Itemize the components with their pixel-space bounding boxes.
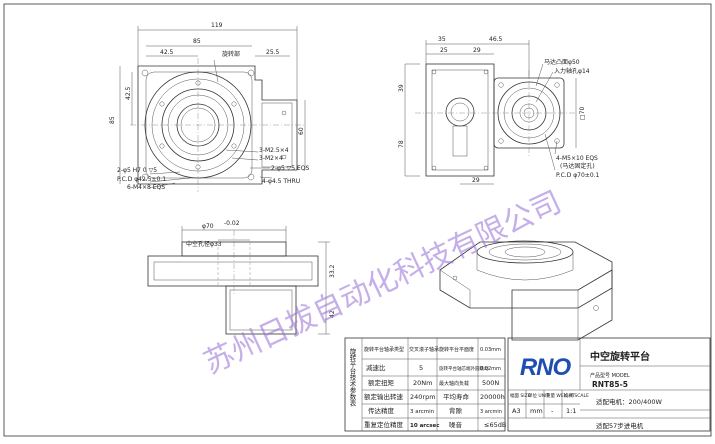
callout-m4: 6-M4×8 EQS <box>127 184 165 191</box>
callout-pcd: P.C.D φ42.5±0.1 <box>117 176 166 183</box>
label-hollow-bore: 中空孔径φ33 <box>186 240 222 248</box>
spec-cell: 旋转平台轴承类型 <box>364 346 404 353</box>
callout-phi5: 2-φ5 H7 0 ▽5 <box>117 167 157 174</box>
dim-height-85: 85 <box>109 116 116 124</box>
spec-cell: 3 arcmin <box>480 409 502 415</box>
dim-width-85: 85 <box>193 38 201 45</box>
spec-cell: 20000h <box>480 393 505 401</box>
callout-pcd70: P.C.D φ70±0.1 <box>556 172 600 179</box>
spec-cell: 旋转平台轴芯端外圆跳动 <box>439 365 489 372</box>
isometric-view <box>439 240 613 341</box>
sheet-border <box>3 3 712 437</box>
spec-table-side-title: 旋转平台技术参数表 <box>348 347 356 408</box>
spec-cell: 旋转平台平面度 <box>439 346 474 353</box>
brand-logo-text: RNO <box>519 354 571 381</box>
spec-cell: 500N <box>482 379 499 387</box>
top-view <box>119 26 306 192</box>
dim-height-39: 39 <box>398 84 405 92</box>
spec-cell: 额定扭矩 <box>368 378 395 387</box>
spec-cell: 5 <box>419 364 423 372</box>
spec-cell: 交叉滚子轴承 <box>409 346 439 353</box>
dim-outer-dia: φ70 <box>202 223 214 230</box>
brand-logo: RNO <box>512 348 578 388</box>
dim-height-33-2: 33.2 <box>329 264 336 278</box>
spec-cell: 0.02mm <box>480 366 501 372</box>
front-view <box>147 226 330 335</box>
spec-cell: 额定输出转速 <box>364 392 404 401</box>
callout-eq-depth: 2-φ5 ▽5 EQS <box>271 165 310 172</box>
spec-cell: 减速比 <box>366 363 386 372</box>
spec-cell: 最大轴向负载 <box>439 380 469 387</box>
spec-cell: 传达精度 <box>368 406 395 415</box>
callout-m2: 3-M2×4 <box>259 155 283 162</box>
spec-cell: 240rpm <box>410 393 436 401</box>
dim-overall-width: 119 <box>211 22 223 29</box>
dim-height-78: 78 <box>398 140 405 148</box>
callout-m5-note: (马达固定孔) <box>560 162 595 170</box>
spec-cell: 背隙 <box>449 406 463 415</box>
dim-height-60: 60 <box>298 127 305 135</box>
callout-m5: 4-M5×10 EQS <box>556 155 598 162</box>
dim-height-42-5: 42.5 <box>125 86 132 100</box>
label-motor-flange: 马达凸面φ50 <box>544 58 580 66</box>
dim-offset-25-5: 25.5 <box>266 49 280 56</box>
callout-m2-5: 3-M2.5×4 <box>259 147 289 154</box>
spec-cell: 0.03mm <box>480 347 501 353</box>
spec-cell: ≤65dB <box>484 421 506 429</box>
dim-width-35: 35 <box>438 36 446 43</box>
label-input-shaft: 入力轴孔φ14 <box>554 67 590 75</box>
spec-table <box>344 337 506 432</box>
callout-thru: 4-φ4.5 THRU <box>262 178 300 185</box>
spec-cell: 平均寿命 <box>443 392 470 401</box>
dim-offset-42-5: 42.5 <box>160 49 174 56</box>
spec-cell: 10 arcsec <box>410 423 440 429</box>
dim-outer-tol: -0.02 <box>224 220 240 227</box>
label-rotary-part: 旋转部 <box>222 50 240 58</box>
dim-height-42: 42 <box>329 310 336 318</box>
dim-width-29: 29 <box>473 47 481 54</box>
spec-cell: 噪音 <box>449 420 463 429</box>
spec-cell: 重复定位精度 <box>364 420 404 429</box>
spec-cell: 20Nm <box>413 379 432 387</box>
spec-cell: 3 arcmin <box>410 409 435 415</box>
dim-width-46-5: 46.5 <box>489 36 503 43</box>
side-view <box>404 40 577 185</box>
dim-width-25: 25 <box>440 47 448 54</box>
dim-bottom-29: 29 <box>472 177 480 184</box>
dim-square-70: □70 <box>579 107 586 120</box>
title-block <box>507 337 711 432</box>
